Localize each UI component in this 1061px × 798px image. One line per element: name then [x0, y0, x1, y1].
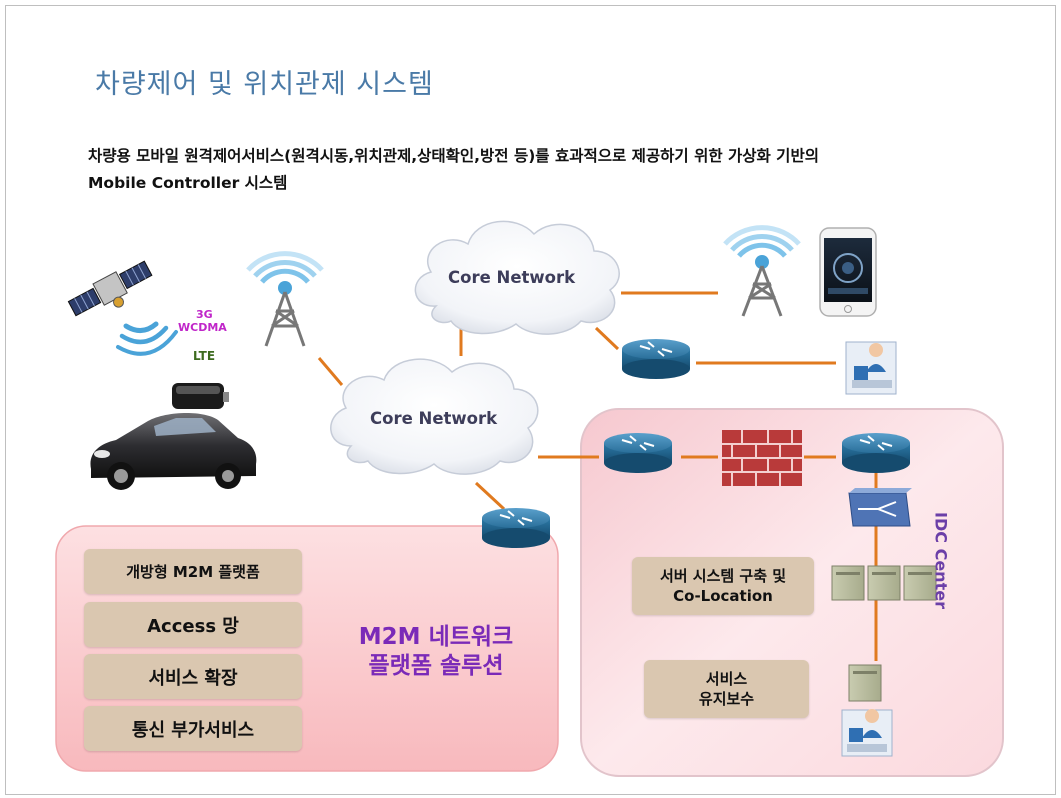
m2m-item-service-extension: 서비스 확장: [84, 654, 302, 699]
description-line-2: Mobile Controller 시스템: [88, 174, 288, 192]
m2m-item-label: 서비스 확장: [148, 667, 238, 689]
link-core-m2m-router: [474, 481, 506, 511]
maintenance-line-2: 유지보수: [698, 690, 755, 708]
slide: 차량제어 및 위치관제 시스템 차량용 모바일 원격제어서비스(원격시동,위치관…: [5, 5, 1056, 795]
label-lte: LTE: [193, 349, 216, 363]
wireless-wave-icon: [116, 321, 178, 356]
core-network-label-center: Core Network: [370, 409, 498, 428]
router-icon-idc-right: [842, 433, 910, 473]
core-network-label-top: Core Network: [448, 268, 576, 287]
maintenance-box: 서비스 유지보수: [644, 660, 809, 718]
cell-tower-icon-left: [246, 251, 324, 347]
m2m-item-label: Access 망: [147, 615, 239, 637]
server-box-line-2: Co-Location: [673, 587, 773, 605]
router-icon-idc-left: [604, 433, 672, 473]
m2m-item-label: 통신 부가서비스: [131, 719, 255, 741]
connector-lines: [317, 291, 878, 661]
m2m-item-label: 개방형 M2M 플랫폼: [126, 563, 260, 581]
switch-icon: [848, 488, 912, 527]
operator-icon-top: [845, 341, 897, 395]
m2m-item-comm-value-added: 통신 부가서비스: [84, 706, 302, 751]
router-icon-top-right: [622, 339, 690, 379]
description-line-1: 차량용 모바일 원격제어서비스(원격시동,위치관제,상태확인,방전 등)를 효과…: [88, 147, 819, 165]
m2m-platform-title: M2M 네트워크 플랫폼 솔루션: [336, 623, 536, 681]
description: 차량용 모바일 원격제어서비스(원격시동,위치관제,상태확인,방전 등)를 효과…: [88, 143, 988, 197]
server-rack-icon: [831, 565, 937, 601]
link-tower-core: [317, 357, 344, 386]
operator-icon-bottom: [841, 709, 893, 757]
router-icon-m2m: [482, 508, 550, 548]
satellite-icon: [67, 260, 153, 317]
label-wcdma: WCDMA: [178, 321, 227, 334]
server-system-box: 서버 시스템 구축 및 Co-Location: [632, 557, 814, 615]
modem-icon: [172, 383, 229, 409]
cell-tower-icon-right: [723, 225, 801, 317]
idc-center-label: IDC Center: [931, 512, 951, 609]
label-3g: 3G: [196, 308, 213, 321]
server-icon: [848, 664, 882, 702]
smartphone-icon: [819, 227, 877, 317]
link-core-router-right: [594, 326, 620, 351]
cloud-top: [414, 220, 620, 335]
page-title: 차량제어 및 위치관제 시스템: [95, 69, 434, 100]
firewall-icon: [722, 430, 802, 486]
m2m-item-open-platform: 개방형 M2M 플랫폼: [84, 549, 302, 594]
cloud-center: [330, 358, 539, 475]
car-icon: [90, 412, 257, 490]
maintenance-line-1: 서비스: [705, 670, 748, 688]
m2m-title-line-1: M2M 네트워크: [358, 624, 514, 650]
m2m-title-line-2: 플랫폼 솔루션: [368, 653, 504, 679]
m2m-item-access-network: Access 망: [84, 602, 302, 647]
server-box-line-1: 서버 시스템 구축 및: [659, 567, 787, 585]
